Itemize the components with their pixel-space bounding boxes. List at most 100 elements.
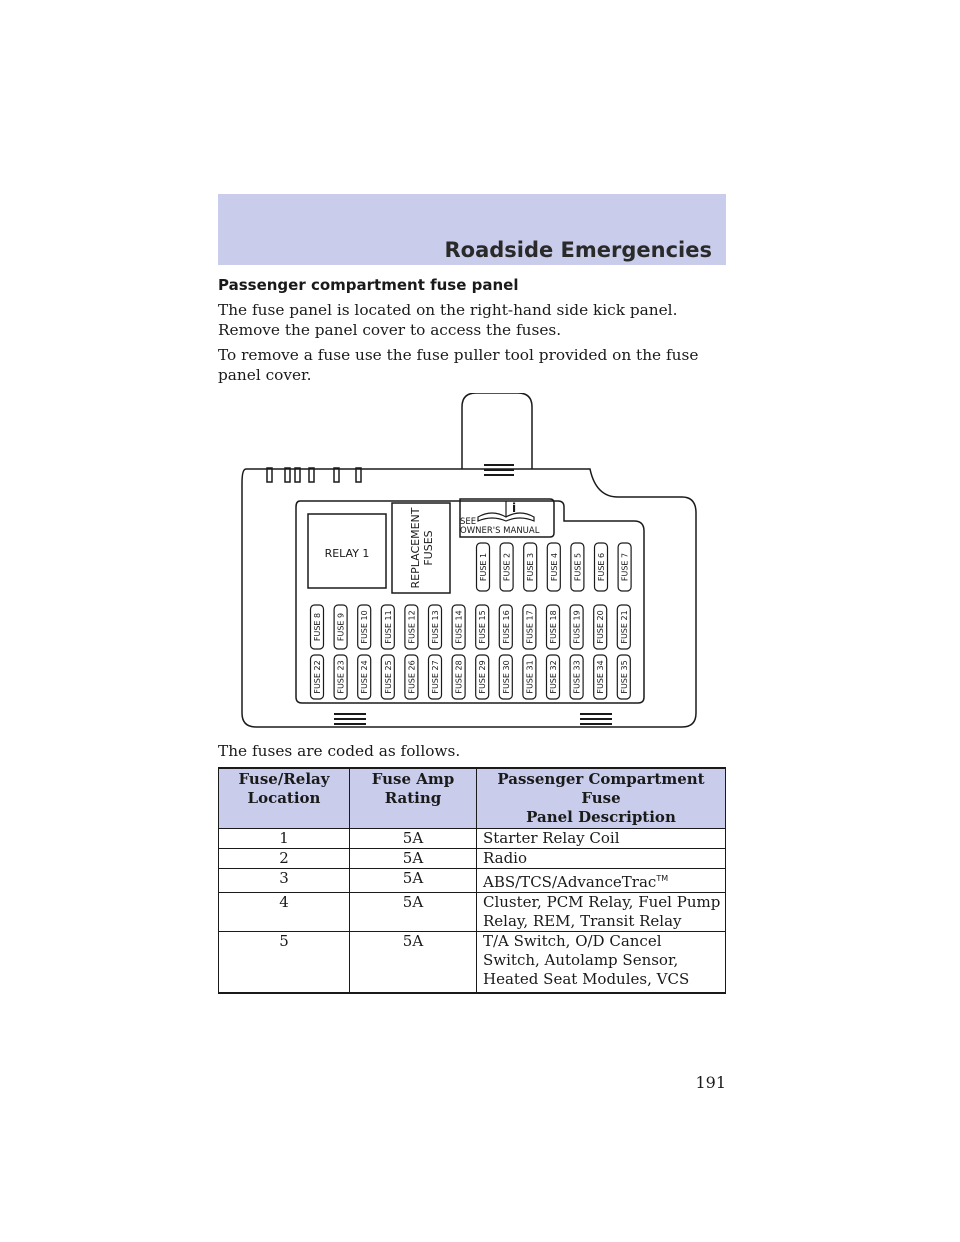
table-row: 1 5A Starter Relay Coil [218, 828, 726, 849]
fuse-slot-bottom: FUSE 31 [522, 654, 537, 700]
fuse-slot-middle: FUSE 9 [333, 604, 348, 650]
fuse-slot-bottom-label: FUSE 34 [596, 660, 605, 693]
fuse-slot-top-label: FUSE 7 [621, 553, 630, 581]
fuse-slot-bottom: FUSE 25 [380, 654, 395, 700]
fuse-slot-bottom-label: FUSE 31 [525, 660, 534, 693]
fuse-slot-middle: FUSE 15 [475, 604, 490, 650]
cell-rating: 5A [349, 892, 477, 932]
fuse-slot-bottom-label: FUSE 27 [431, 660, 440, 693]
replacement-fuses-box [391, 502, 451, 594]
fuse-slot-middle: FUSE 14 [451, 604, 466, 650]
cell-rating: 5A [349, 848, 477, 869]
fuse-slot-middle: FUSE 16 [498, 604, 513, 650]
fuse-panel-diagram: i SEE OWNER'S MANUAL RELAY 1 REPLACEMENT… [241, 393, 697, 728]
fuse-slot-middle: FUSE 20 [593, 604, 608, 650]
cell-location: 3 [218, 868, 350, 893]
cell-description: T/A Switch, O/D Cancel Switch, Autolamp … [476, 931, 726, 994]
table-row: 2 5A Radio [218, 848, 726, 869]
fuse-slot-bottom: FUSE 35 [616, 654, 631, 700]
section-title: Passenger compartment fuse panel [218, 276, 519, 294]
fuse-slot-middle-label: FUSE 18 [549, 610, 558, 643]
replacement-label-2: FUSES [422, 530, 435, 565]
replacement-label-1: REPLACEMENT [409, 507, 422, 588]
fuse-slot-bottom-label: FUSE 33 [573, 660, 582, 693]
paragraph-location: The fuse panel is located on the right-h… [218, 301, 678, 339]
fuse-slot-middle-label: FUSE 21 [620, 610, 629, 643]
fuse-slot-middle: FUSE 10 [357, 604, 372, 650]
cell-location: 4 [218, 892, 350, 932]
fuse-slot-top: FUSE 3 [523, 542, 538, 592]
fuse-slot-top: FUSE 4 [546, 542, 561, 592]
fuse-slot-bottom: FUSE 24 [357, 654, 372, 700]
fuse-slot-top: FUSE 5 [570, 542, 585, 592]
fuse-slot-bottom-label: FUSE 24 [360, 660, 369, 693]
manual-label-see: SEE [460, 517, 476, 527]
fuse-slot-middle: FUSE 8 [309, 604, 325, 650]
fuse-slot-middle: FUSE 19 [569, 604, 584, 650]
fuse-slot-middle-label: FUSE 15 [478, 610, 487, 643]
cell-description: ABS/TCS/AdvanceTracTM [476, 868, 726, 893]
fuse-slot-bottom-label: FUSE 32 [549, 660, 558, 693]
fuse-slot-bottom: FUSE 33 [569, 654, 584, 700]
fuse-slot-top-label: FUSE 3 [526, 553, 535, 581]
fuse-slot-middle-label: FUSE 10 [360, 610, 369, 643]
fuse-slot-bottom: FUSE 23 [333, 654, 348, 700]
fuse-slot-middle-label: FUSE 12 [407, 610, 416, 643]
trademark-mark: TM [656, 874, 669, 883]
fuse-slot-middle: FUSE 17 [522, 604, 537, 650]
cell-rating: 5A [349, 828, 477, 849]
fuse-slot-bottom-label: FUSE 35 [620, 660, 629, 693]
table-row: 3 5A ABS/TCS/AdvanceTracTM [218, 868, 726, 893]
cell-description: Radio [476, 848, 726, 869]
fuse-slot-top-label: FUSE 5 [573, 553, 582, 581]
fuse-slot-middle-label: FUSE 14 [455, 610, 464, 643]
cell-description: Starter Relay Coil [476, 828, 726, 849]
book-info-icon [477, 501, 535, 522]
fuse-slot-top-label: FUSE 4 [550, 553, 559, 581]
fuse-slot-bottom: FUSE 29 [475, 654, 490, 700]
fuse-slot-middle: FUSE 11 [380, 604, 395, 650]
svg-text:i: i [512, 501, 516, 515]
fuse-slot-top-label: FUSE 2 [503, 553, 512, 581]
fuse-slot-middle: FUSE 21 [616, 604, 631, 650]
relay-1-label: RELAY 1 [325, 547, 370, 560]
cell-location: 1 [218, 828, 350, 849]
fuse-slot-top: FUSE 6 [593, 542, 609, 592]
fuse-slot-top-label: FUSE 1 [479, 553, 488, 581]
paragraph-coding: The fuses are coded as follows. [218, 742, 461, 760]
fuse-slot-middle-label: FUSE 8 [313, 613, 322, 641]
cell-rating: 5A [349, 931, 477, 994]
panel-outline [241, 468, 697, 728]
vent-icons [334, 464, 612, 725]
panel-inner-outline [295, 500, 645, 704]
fuse-slot-bottom-label: FUSE 23 [337, 660, 346, 693]
fuse-slot-middle-label: FUSE 13 [431, 610, 440, 643]
fuse-puller-tab [461, 393, 533, 469]
relay-1 [307, 513, 387, 589]
fuse-slot-bottom-label: FUSE 29 [478, 660, 487, 693]
fuse-slot-bottom-label: FUSE 30 [502, 660, 511, 693]
fuse-slot-top: FUSE 7 [617, 542, 632, 592]
fuse-slot-bottom: FUSE 32 [545, 654, 561, 700]
fuse-slot-middle-label: FUSE 11 [384, 610, 393, 643]
manual-box [459, 498, 555, 538]
fuse-slot-bottom: FUSE 22 [309, 654, 325, 700]
fuse-slot-middle-label: FUSE 19 [573, 610, 582, 643]
fuse-slot-bottom-label: FUSE 25 [384, 660, 393, 693]
fuse-slot-middle-label: FUSE 9 [337, 613, 346, 641]
top-clips [266, 467, 362, 483]
fuse-slot-middle-label: FUSE 16 [502, 610, 511, 643]
table-row: 5 5A T/A Switch, O/D Cancel Switch, Auto… [218, 931, 726, 994]
fuse-slot-middle-label: FUSE 20 [596, 610, 605, 643]
fuse-slot-middle: FUSE 12 [404, 604, 419, 650]
fuse-slot-top-label: FUSE 6 [597, 553, 606, 581]
cell-rating: 5A [349, 868, 477, 893]
fuse-slot-bottom-label: FUSE 22 [313, 660, 322, 693]
cell-location: 2 [218, 848, 350, 869]
paragraph-removal: To remove a fuse use the fuse puller too… [218, 346, 699, 384]
header-band: Roadside Emergencies [218, 194, 726, 265]
